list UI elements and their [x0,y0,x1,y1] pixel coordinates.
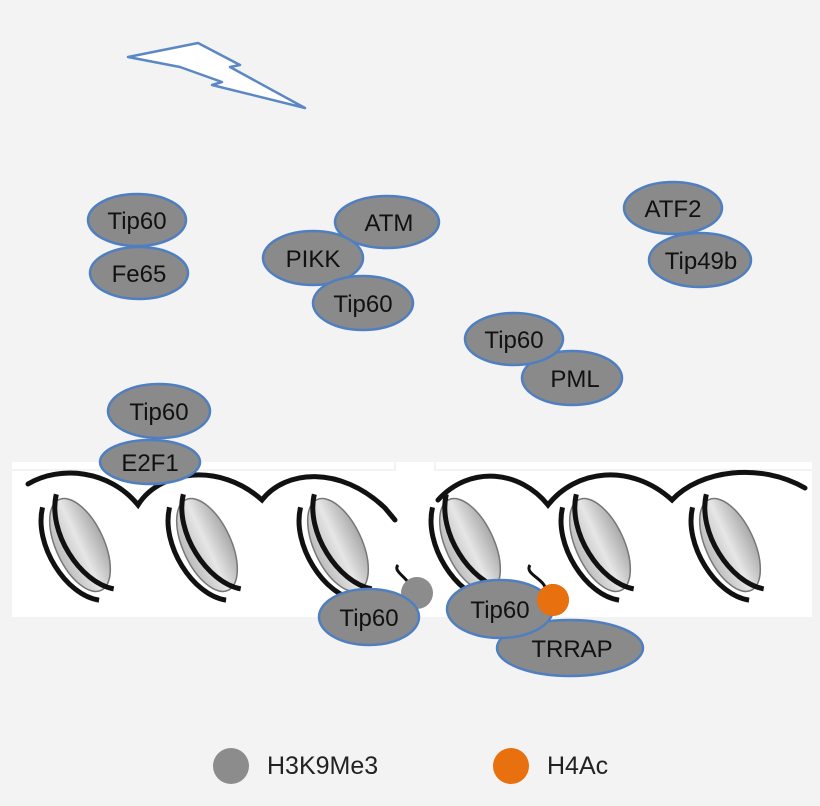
protein-label: E2F1 [121,450,178,477]
protein-label: PIKK [286,246,341,273]
protein-tip60-atm: Tip60 [311,274,415,332]
protein-label: Tip60 [107,208,166,235]
protein-label: Tip60 [484,327,543,354]
protein-tip60-fe65: Tip60 [86,192,188,248]
protein-label: Tip60 [470,597,529,624]
protein-atf2: ATF2 [622,180,724,236]
protein-pikk: PIKK [261,229,365,287]
nucleosome-1 [38,493,115,603]
legend-h4ac: H4Ac [493,748,608,784]
legend-label-h4ac: H4Ac [547,751,609,780]
protein-tip60-pml: Tip60 [463,311,565,367]
h4ac-legend-icon [493,748,529,784]
nucleosome-5 [558,493,635,603]
protein-tip49b: Tip49b [647,231,753,289]
protein-label: PML [550,366,599,393]
protein-label: Tip60 [333,291,392,318]
legend-h3k9me3: H3K9Me3 [213,748,378,784]
protein-e2f1: E2F1 [98,438,202,486]
protein-tip60-trrap: Tip60 [445,578,555,640]
protein-fe65: Fe65 [88,245,190,301]
protein-atm: ATM [333,194,441,250]
protein-tip60-h3k9me3: Tip60 [317,587,421,647]
nucleosome-6 [688,493,765,603]
protein-label: TRRAP [531,636,612,663]
protein-pml: PML [520,349,624,407]
protein-tip60-e2f1: Tip60 [106,382,212,440]
h4ac-mark-overlay [537,584,569,616]
protein-label: ATM [365,210,414,237]
legend-label-h3k9me3: H3K9Me3 [267,751,379,780]
dna-strand [25,469,808,523]
lightning-bolt-icon [126,41,307,110]
nucleosome-2 [165,493,242,603]
protein-label: ATF2 [645,196,702,223]
protein-label: Tip60 [129,399,188,426]
protein-label: Tip49b [665,248,738,275]
protein-label: Fe65 [112,261,167,288]
protein-label: Tip60 [339,605,398,632]
h3k9me3-legend-icon [213,748,249,784]
protein-trrap: TRRAP [495,618,645,678]
